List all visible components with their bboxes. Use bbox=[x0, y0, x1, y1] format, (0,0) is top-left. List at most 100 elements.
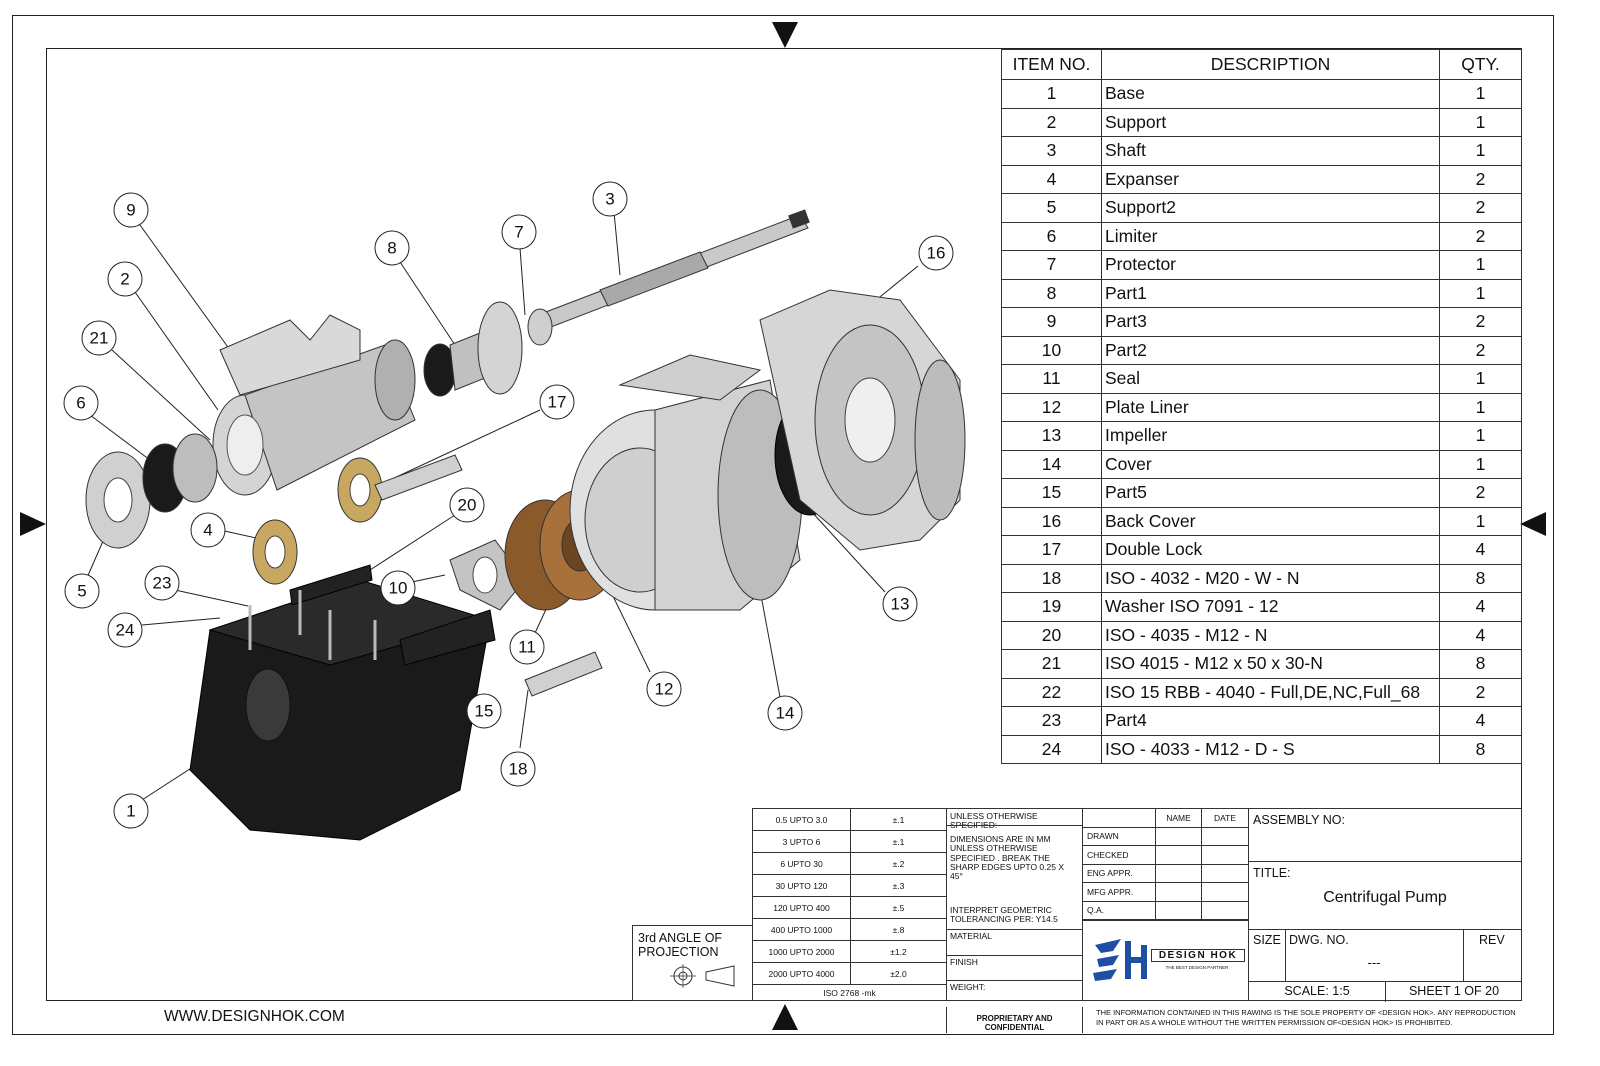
bom-item-no: 19 bbox=[1001, 592, 1102, 622]
bom-description: ISO - 4032 - M20 - W - N bbox=[1101, 563, 1440, 593]
svg-text:7: 7 bbox=[514, 223, 523, 242]
company-logo-box: DESIGN HOK THE BEST DESIGN PARTNER bbox=[1082, 920, 1249, 1001]
bom-item-no: 24 bbox=[1001, 734, 1102, 764]
bom-header-row: ITEM NO. DESCRIPTION QTY. bbox=[1001, 49, 1522, 80]
bom-description: Base bbox=[1101, 79, 1440, 109]
dimensions-note: DIMENSIONS ARE IN MM UNLESS OTHERWISE SP… bbox=[950, 834, 1065, 882]
balloon-15: 15 bbox=[466, 693, 502, 729]
tolerance-row: 6 UPTO 30±.2 bbox=[752, 852, 947, 875]
confidentiality-disclaimer: THE INFORMATION CONTAINED IN THIS RAWING… bbox=[1096, 1008, 1516, 1027]
bom-item-no: 21 bbox=[1001, 649, 1102, 679]
bom-qty: 1 bbox=[1439, 250, 1522, 280]
centering-mark-right bbox=[1520, 512, 1546, 536]
proprietary-box: PROPRIETARY AND CONFIDENTIAL bbox=[946, 1007, 1083, 1033]
sheet-outer-border bbox=[12, 15, 1554, 1035]
bom-item-no: 15 bbox=[1001, 478, 1102, 508]
centering-mark-bottom bbox=[772, 1004, 798, 1030]
bom-qty: 2 bbox=[1439, 478, 1522, 508]
bom-description: Double Lock bbox=[1101, 535, 1440, 565]
projection-label-line2: PROJECTION bbox=[638, 945, 719, 959]
bom-item-no: 20 bbox=[1001, 620, 1102, 650]
bom-item-no: 14 bbox=[1001, 449, 1102, 479]
bom-item-no: 23 bbox=[1001, 706, 1102, 736]
signature-row: Q.A. bbox=[1082, 900, 1249, 920]
bom-qty: 4 bbox=[1439, 620, 1522, 650]
bom-item-no: 1 bbox=[1001, 79, 1102, 109]
finish-label: FINISH bbox=[950, 957, 978, 967]
name-header: NAME bbox=[1155, 808, 1202, 828]
centering-mark-top bbox=[772, 22, 798, 48]
tolerance-row: 1000 UPTO 2000±1.2 bbox=[752, 940, 947, 963]
balloon-5: 5 bbox=[64, 573, 100, 609]
bom-qty: 1 bbox=[1439, 107, 1522, 137]
tolerance-row: 400 UPTO 1000±.8 bbox=[752, 918, 947, 941]
bom-qty: 1 bbox=[1439, 506, 1522, 536]
geometric-tolerancing-note: INTERPRET GEOMETRIC TOLERANCING PER: Y14… bbox=[950, 905, 1058, 925]
bom-item-no: 11 bbox=[1001, 364, 1102, 394]
balloon-4: 4 bbox=[190, 512, 226, 548]
bom-description: Part3 bbox=[1101, 307, 1440, 337]
cover-part bbox=[569, 354, 803, 611]
bom-item-no: 2 bbox=[1001, 107, 1102, 137]
hex-bolt-part bbox=[524, 651, 603, 697]
bom-description: Support bbox=[1101, 107, 1440, 137]
svg-text:3: 3 bbox=[605, 190, 614, 209]
balloon-6: 6 bbox=[63, 385, 99, 421]
bom-item-no: 22 bbox=[1001, 677, 1102, 707]
company-name: DESIGN HOK bbox=[1151, 949, 1245, 962]
svg-text:9: 9 bbox=[126, 201, 135, 220]
centering-mark-left bbox=[20, 512, 46, 536]
bom-item-no: 5 bbox=[1001, 193, 1102, 223]
back-cover-part bbox=[759, 289, 966, 551]
dwg-no-label: DWG. NO. bbox=[1289, 933, 1349, 947]
bom-description: Washer ISO 7091 - 12 bbox=[1101, 592, 1440, 622]
bom-description: Part5 bbox=[1101, 478, 1440, 508]
exploded-assembly-view: 9 2 21 6 5 4 23 24 1 8 7 3 17 20 10 11 1… bbox=[63, 181, 966, 841]
svg-text:13: 13 bbox=[891, 595, 910, 614]
bom-qty: 4 bbox=[1439, 706, 1522, 736]
third-angle-projection-icon bbox=[670, 964, 735, 988]
bom-item-no: 9 bbox=[1001, 307, 1102, 337]
bom-description: Expanser bbox=[1101, 164, 1440, 194]
bom-description: Part1 bbox=[1101, 278, 1440, 308]
bom-description: ISO - 4033 - M12 - D - S bbox=[1101, 734, 1440, 764]
bom-qty: 1 bbox=[1439, 421, 1522, 451]
bom-item-no: 4 bbox=[1001, 164, 1102, 194]
bom-item-no: 3 bbox=[1001, 136, 1102, 166]
proprietary-label: PROPRIETARY AND CONFIDENTIAL bbox=[976, 1014, 1053, 1032]
tolerance-row: 30 UPTO 120±.3 bbox=[752, 874, 947, 897]
drawing-notes-box: UNLESS OTHERWISE SPECIFIED: DIMENSIONS A… bbox=[946, 808, 1083, 1001]
balloon-10: 10 bbox=[380, 570, 416, 606]
bom-description: Back Cover bbox=[1101, 506, 1440, 536]
balloon-24: 24 bbox=[107, 612, 143, 648]
balloon-12: 12 bbox=[646, 671, 682, 707]
bom-qty: 1 bbox=[1439, 79, 1522, 109]
bom-item-no: 10 bbox=[1001, 335, 1102, 365]
bom-description: Cover bbox=[1101, 449, 1440, 479]
drawing-title: Centrifugal Pump bbox=[1323, 889, 1447, 906]
bom-description: Protector bbox=[1101, 250, 1440, 280]
tolerance-standard: ISO 2768 -mk bbox=[752, 984, 947, 1001]
svg-text:17: 17 bbox=[548, 393, 567, 412]
bom-header-item: ITEM NO. bbox=[1001, 49, 1102, 80]
weight-label: WEIGHT: bbox=[950, 982, 986, 992]
svg-text:12: 12 bbox=[655, 680, 674, 699]
balloon-16: 16 bbox=[918, 235, 954, 271]
bom-header-description: DESCRIPTION bbox=[1101, 49, 1440, 80]
bom-qty: 1 bbox=[1439, 449, 1522, 479]
bom-description: Seal bbox=[1101, 364, 1440, 394]
balloon-17: 17 bbox=[539, 384, 575, 420]
bom-qty: 1 bbox=[1439, 364, 1522, 394]
bom-qty: 2 bbox=[1439, 307, 1522, 337]
balloon-callouts: 9 2 21 6 5 4 23 24 1 8 7 3 17 20 10 11 1… bbox=[63, 181, 954, 829]
balloon-9: 9 bbox=[113, 192, 149, 228]
